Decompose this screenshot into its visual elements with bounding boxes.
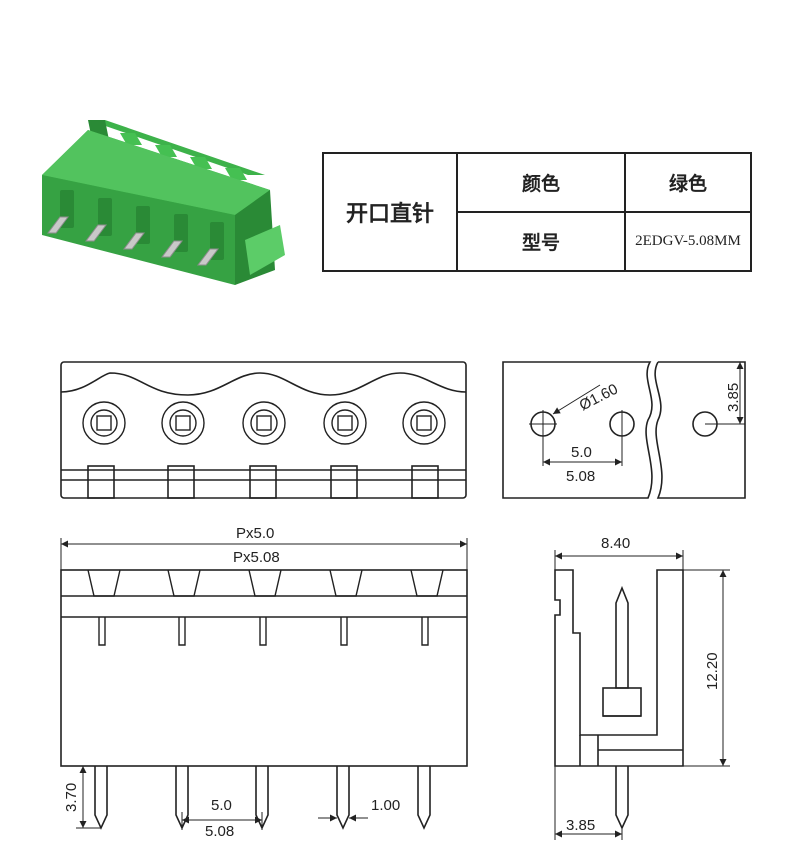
pins <box>47 216 219 266</box>
pin-pitch-label: 5.0 <box>211 797 232 814</box>
pin-length-label: 3.70 <box>63 783 80 812</box>
screw-holes <box>82 401 446 445</box>
side-height-label: 12.20 <box>704 652 721 690</box>
housing-side-flap <box>245 225 285 275</box>
pin-offset-label: 3.85 <box>566 817 595 834</box>
model-value: 2EDGV-5.08MM <box>624 211 752 272</box>
total-length-label: Px5.0 <box>236 525 274 542</box>
hole-pitch-label: 5.0 <box>571 444 592 461</box>
front-view-notches <box>87 569 444 597</box>
hole-detail-view <box>502 361 746 499</box>
hole-detail-dims <box>543 362 744 466</box>
color-value: 绿色 <box>624 152 752 213</box>
front-view-inner-pins <box>98 617 429 646</box>
type-label: 开口直针 <box>322 152 458 272</box>
side-view-dims <box>554 550 730 840</box>
housing-top-face <box>42 130 270 215</box>
pin-width-label: 1.00 <box>371 797 400 814</box>
model-label: 型号 <box>456 211 626 272</box>
top-view <box>60 361 467 499</box>
total-length-alt-label: Px5.08 <box>233 549 280 566</box>
side-view <box>554 569 684 830</box>
side-width-label: 8.40 <box>601 535 630 552</box>
front-view-dims <box>60 538 468 830</box>
hole-height-label: 3.85 <box>725 383 742 412</box>
hole-pitch-alt-label: 5.08 <box>566 468 595 485</box>
front-view <box>60 569 468 830</box>
top-view-slots <box>87 465 439 499</box>
color-label: 颜色 <box>456 152 626 213</box>
pin-pitch-alt-label: 5.08 <box>205 823 234 840</box>
spec-table: 开口直针 颜色 绿色 型号 2EDGV-5.08MM <box>322 152 752 272</box>
product-photo <box>42 120 285 285</box>
